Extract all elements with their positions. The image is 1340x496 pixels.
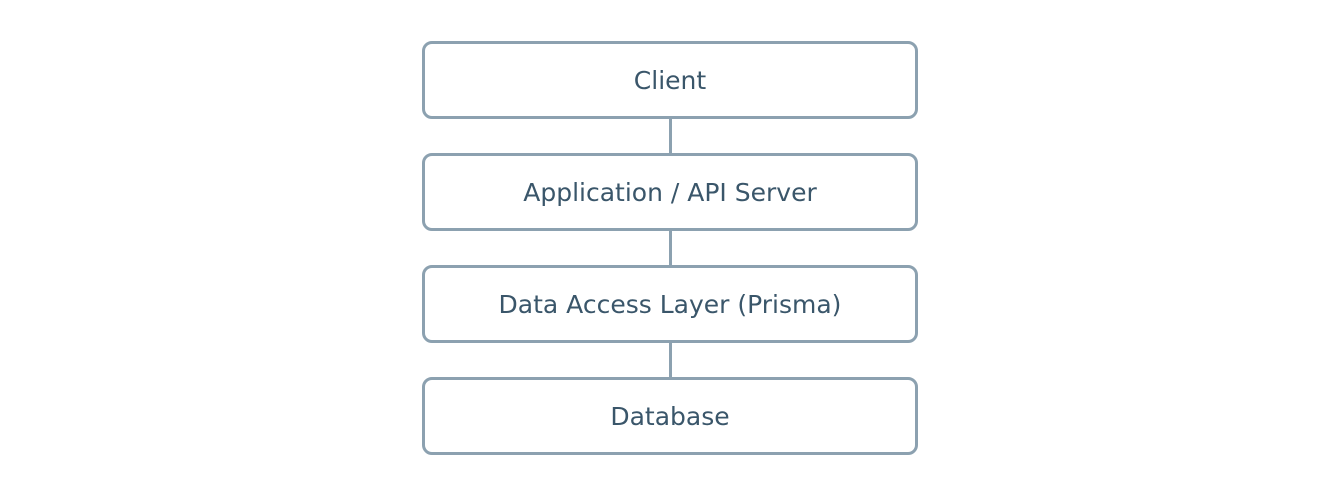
connector-client-to-app [668, 119, 672, 153]
node-database-label: Database [610, 401, 730, 431]
node-data-access-layer: Data Access Layer (Prisma) [422, 265, 918, 343]
node-client-label: Client [633, 65, 707, 95]
node-data-access-layer-label: Data Access Layer (Prisma) [498, 289, 842, 319]
node-application-api-server: Application / API Server [422, 153, 918, 231]
connector-app-to-dal [668, 231, 672, 265]
node-client: Client [422, 41, 918, 119]
connector-dal-to-database [668, 343, 672, 377]
node-application-api-server-label: Application / API Server [523, 177, 817, 207]
node-database: Database [422, 377, 918, 455]
